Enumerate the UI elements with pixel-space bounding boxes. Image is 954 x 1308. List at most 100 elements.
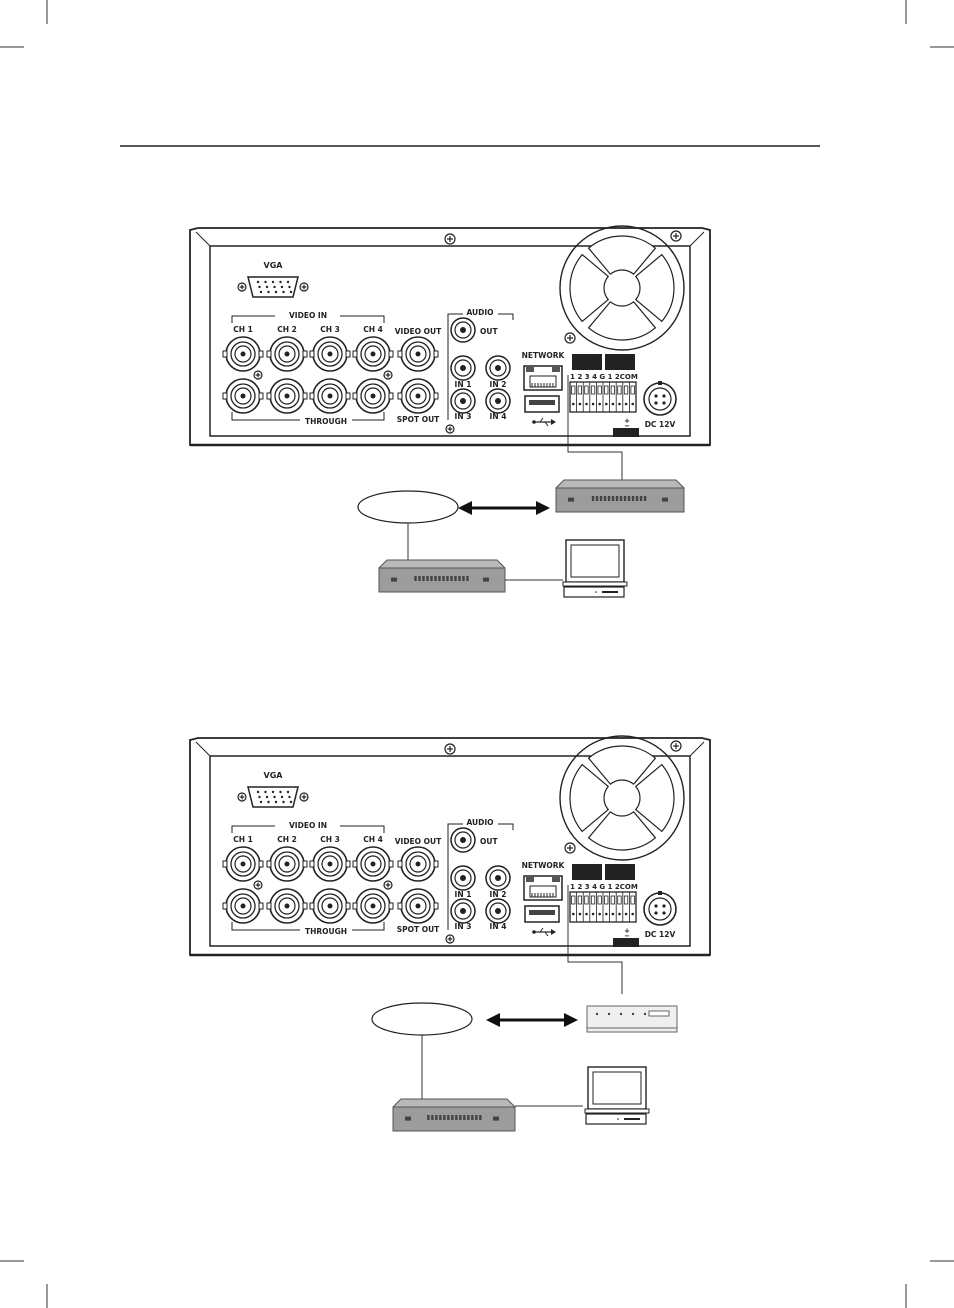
terminal-screw	[631, 402, 634, 406]
bnc-lug	[397, 350, 403, 358]
audio-bracket	[447, 823, 514, 930]
pc-power	[617, 1118, 619, 1120]
vga-pin	[280, 795, 284, 799]
connection-arrow	[458, 501, 550, 515]
through-bnc-1	[222, 378, 264, 414]
fan-grille-icon	[559, 225, 685, 351]
terminal-clamp	[610, 895, 615, 905]
bnc-pin	[370, 351, 376, 357]
usb-icon-branch	[544, 931, 549, 937]
bnc-lug	[388, 902, 394, 910]
panel-screw-icon	[383, 370, 393, 380]
audio-in-2-jack	[485, 355, 511, 381]
channel-label: CH 1	[233, 835, 253, 844]
vga-label: VGA	[264, 261, 284, 270]
vga-pin	[274, 290, 278, 294]
fan-screw-icon	[564, 332, 576, 344]
terminal-clamp	[590, 385, 596, 395]
bnc-lug	[345, 350, 351, 358]
terminal-clamp	[610, 385, 615, 395]
panel-bevel	[195, 741, 211, 757]
switch-port	[438, 576, 441, 581]
fan-screw-icon	[670, 740, 682, 752]
arrow-head-left	[458, 501, 472, 515]
audio-in-1-label: IN 1	[455, 380, 472, 389]
audio-in-3-jack	[450, 388, 476, 414]
switch-port	[435, 1115, 438, 1120]
video-in-label: VIDEO IN	[289, 821, 327, 830]
usb-tongue	[529, 910, 555, 915]
vga-screw-icon	[237, 792, 247, 802]
switch-led	[568, 497, 574, 502]
vga-pin	[264, 280, 267, 284]
audio-in-4-jack	[485, 898, 511, 924]
usb-icon-arrow	[551, 929, 556, 935]
bnc-lug	[222, 902, 228, 910]
rs485-badge: RS485	[613, 938, 639, 947]
alarm-in-text: IN	[583, 873, 591, 881]
vga-pin	[288, 285, 291, 289]
terminal-clamp	[623, 385, 629, 395]
terminal-screw	[598, 402, 601, 406]
rca-pin	[495, 908, 501, 914]
terminal-clamp	[584, 895, 589, 905]
pc-case	[563, 586, 625, 598]
bnc-lug	[266, 392, 272, 400]
bnc-pin	[370, 903, 376, 909]
hub-icon	[378, 559, 506, 593]
switch-port	[623, 496, 627, 501]
fan-slot	[587, 300, 657, 341]
terminal-clamp	[623, 895, 629, 905]
dc-pin	[662, 911, 666, 915]
pc-power	[595, 591, 597, 593]
rca-pin	[460, 398, 466, 404]
switch-port	[427, 1115, 430, 1120]
bnc-lug	[397, 392, 403, 400]
vga-pin	[273, 795, 276, 799]
usb-port	[524, 395, 560, 413]
switch-port	[439, 1115, 442, 1120]
terminal-screw	[598, 912, 601, 916]
internet-ellipse	[357, 490, 459, 524]
panel-screw-icon	[253, 370, 263, 380]
alarm-terminal-block	[569, 891, 637, 923]
pc-drive	[624, 1118, 640, 1120]
through-bnc-2	[266, 378, 308, 414]
bnc-pin	[415, 351, 421, 357]
panel-screw-icon	[253, 880, 263, 890]
channel-label: CH 2	[277, 325, 297, 334]
bnc-pin	[327, 861, 333, 867]
switch-port	[422, 576, 425, 581]
pc-icon	[584, 1066, 650, 1125]
through-bnc-1	[222, 888, 264, 924]
fan-grille-icon	[559, 735, 685, 861]
bnc-pin	[284, 351, 290, 357]
dc-inner	[648, 387, 672, 411]
internet-ellipse	[371, 1002, 473, 1036]
ethernet-port	[523, 875, 563, 901]
bnc-lug	[433, 902, 439, 910]
vga-pin	[258, 285, 261, 289]
spot-out-bnc	[397, 378, 439, 414]
video-in-bnc-4	[352, 336, 394, 372]
vga-screw-icon	[299, 792, 309, 802]
spot-out-label: SPOT OUT	[397, 415, 440, 424]
panel-screw-icon	[383, 880, 393, 890]
vga-pin	[267, 800, 270, 804]
alarm-out-bg	[605, 864, 635, 880]
bnc-pin	[415, 903, 421, 909]
switch-port	[643, 496, 647, 501]
vga-pin	[264, 790, 267, 794]
connection-arrow	[486, 1013, 578, 1027]
alarm-in-bg	[572, 354, 602, 370]
bnc-lug	[266, 860, 272, 868]
terminal-screw	[578, 912, 582, 916]
switch-port	[447, 1115, 450, 1120]
panel-bevel	[195, 231, 211, 247]
bnc-lug	[309, 350, 315, 358]
pc-case	[585, 1113, 647, 1125]
dc-pin	[654, 401, 658, 405]
